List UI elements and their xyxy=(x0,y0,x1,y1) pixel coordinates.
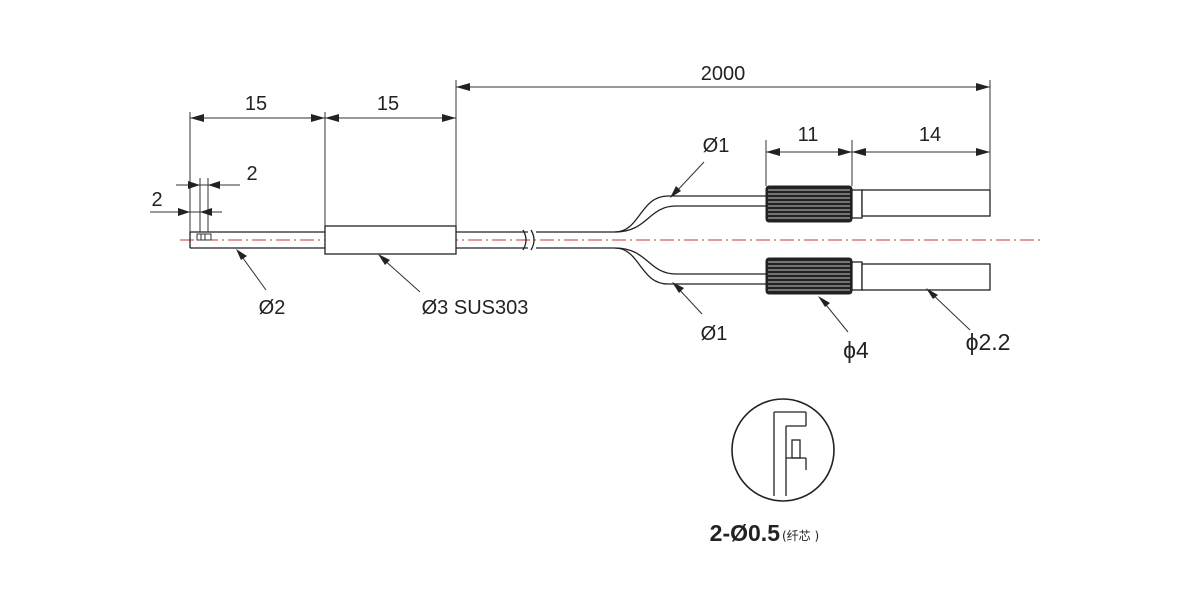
dim-tip-length-label: 2 xyxy=(151,189,162,211)
dim-end xyxy=(852,148,990,156)
knurl-lower xyxy=(765,257,863,295)
dim-probe-1 xyxy=(190,114,325,122)
end-lower xyxy=(861,263,991,291)
callout-fiber-upper-leader xyxy=(670,161,705,198)
cable-left xyxy=(456,229,535,251)
dim-tip-gap xyxy=(176,181,240,189)
dim-knurl-label: 11 xyxy=(798,124,819,146)
knurl-upper xyxy=(765,185,863,223)
detail-label: 2-Ø0.5 xyxy=(710,520,781,546)
dim-end-label: 14 xyxy=(919,124,941,146)
callout-fiber-lower-leader xyxy=(672,282,703,315)
dim-knurl xyxy=(766,148,852,156)
dim-probe-2 xyxy=(325,114,456,122)
callout-tip-leader xyxy=(236,249,267,291)
dim-probe-2-label: 15 xyxy=(377,93,399,115)
end-upper xyxy=(861,189,991,217)
callout-end-diameter: ϕ2.2 xyxy=(966,329,1011,355)
cable-split xyxy=(536,195,766,285)
dim-tip-length xyxy=(150,208,222,216)
callout-fiber-lower: Ø1 xyxy=(701,323,728,345)
sus303-sleeve xyxy=(324,225,457,255)
callout-fiber-upper: Ø1 xyxy=(703,135,730,157)
dim-cable-label: 2000 xyxy=(701,63,746,85)
callout-sleeve-spec: Ø3 SUS303 xyxy=(422,297,529,319)
detail-note: (纤芯 ) xyxy=(782,529,819,543)
callout-end-leader xyxy=(926,288,971,331)
callout-tip-diameter: Ø2 xyxy=(259,297,286,319)
callout-knurl-diameter: ϕ4 xyxy=(843,337,869,363)
dim-tip-gap-label: 2 xyxy=(246,163,257,185)
detail-view-circle xyxy=(731,398,835,502)
dim-probe-1-label: 15 xyxy=(245,93,267,115)
dim-cable xyxy=(456,83,990,91)
probe-tip xyxy=(189,231,325,249)
callout-sleeve-leader xyxy=(378,254,421,293)
callout-knurl-leader xyxy=(818,296,849,333)
